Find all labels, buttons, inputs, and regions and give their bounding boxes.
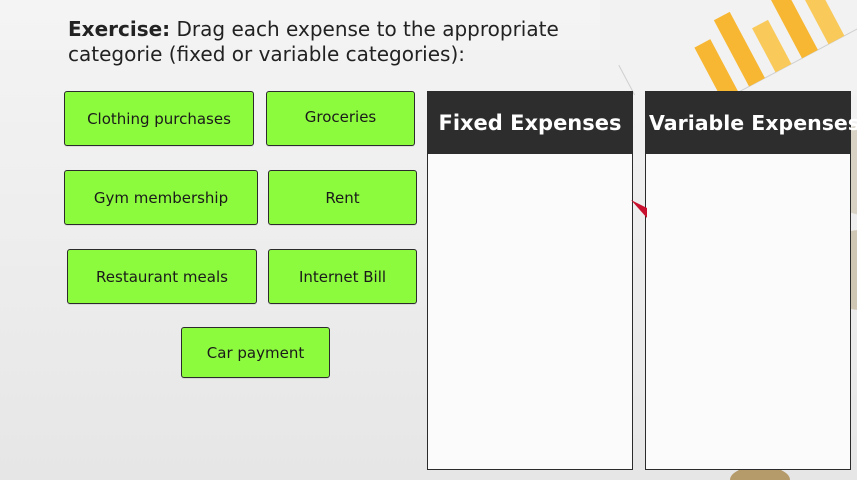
exercise-instructions: Exercise: Drag each expense to the appro… — [68, 17, 608, 67]
draggable-item-rent[interactable]: Rent — [268, 170, 417, 225]
draggable-item-clothing-purchases[interactable]: Clothing purchases — [64, 91, 254, 146]
draggable-item-car-payment[interactable]: Car payment — [181, 327, 330, 378]
category-header-variable: Variable Expenses — [646, 92, 857, 154]
exercise-text: Drag each expense to the appropriate cat… — [68, 17, 559, 66]
category-header-fixed: Fixed Expenses — [428, 92, 632, 154]
red-pointer-icon — [631, 200, 647, 218]
draggable-item-gym-membership[interactable]: Gym membership — [64, 170, 258, 225]
drop-area-variable[interactable] — [646, 154, 850, 469]
draggable-item-restaurant-meals[interactable]: Restaurant meals — [67, 249, 257, 304]
background-chart-image — [600, 0, 857, 95]
exercise-label: Exercise: — [68, 17, 171, 41]
drop-area-fixed[interactable] — [428, 154, 632, 469]
draggable-item-internet-bill[interactable]: Internet Bill — [268, 249, 417, 304]
draggable-item-groceries[interactable]: Groceries — [266, 91, 415, 146]
drop-zone-variable-expenses[interactable]: Variable Expenses — [645, 91, 857, 470]
drop-zone-fixed-expenses[interactable]: Fixed Expenses — [427, 91, 633, 470]
